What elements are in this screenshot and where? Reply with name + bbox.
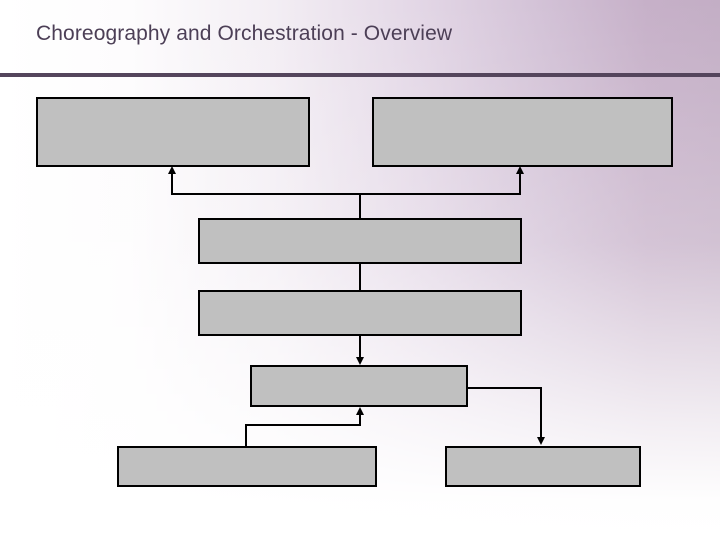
connector-4-to-5-segment bbox=[359, 336, 361, 357]
diagram-node-6[interactable] bbox=[117, 446, 377, 487]
connector-3-to-1-arrowhead bbox=[168, 166, 176, 174]
connector-3-to-4-segment bbox=[359, 263, 361, 292]
connector-3-to-2-arrowhead bbox=[516, 166, 524, 174]
diagram-node-1[interactable] bbox=[36, 97, 310, 167]
diagram-node-4[interactable] bbox=[198, 290, 522, 336]
connector-3-to-1-bus bbox=[171, 193, 361, 195]
diagram-node-3[interactable] bbox=[198, 218, 522, 264]
diagram-node-2[interactable] bbox=[372, 97, 673, 167]
connector-3-to-2-riser bbox=[519, 174, 521, 194]
connector-6-to-5-arrowhead bbox=[356, 407, 364, 415]
connector-3-to-2-bus bbox=[359, 193, 521, 195]
connector-4-to-5-arrowhead bbox=[356, 357, 364, 365]
connector-6-to-5-bus bbox=[245, 424, 361, 426]
diagram-node-7[interactable] bbox=[445, 446, 641, 487]
diagram-node-5[interactable] bbox=[250, 365, 468, 407]
connector-3-to-1-riser bbox=[171, 174, 173, 194]
connector-6-to-5-riser bbox=[245, 424, 247, 447]
connector-3-to-1-stem bbox=[359, 193, 361, 219]
connector-6-to-5-stem bbox=[359, 415, 361, 425]
connector-5-to-7-arrowhead bbox=[537, 437, 545, 445]
connector-5-to-7-drop bbox=[540, 387, 542, 437]
title-divider-rule bbox=[0, 73, 720, 77]
page-title: Choreography and Orchestration - Overvie… bbox=[36, 22, 453, 45]
connector-5-to-7-bus bbox=[468, 387, 542, 389]
